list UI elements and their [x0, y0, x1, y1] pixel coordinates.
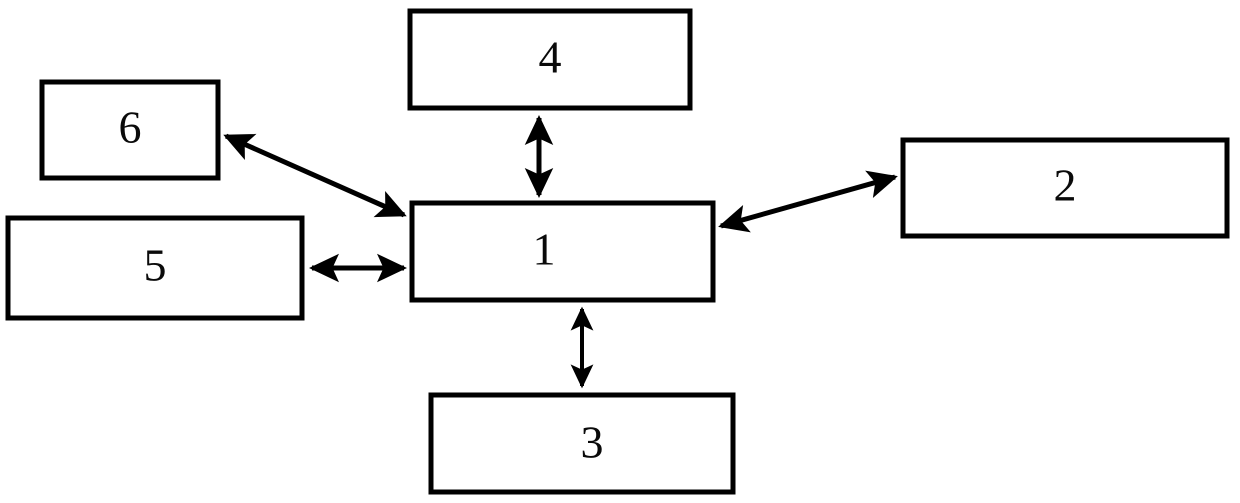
block-4[interactable]: 4 — [407, 8, 693, 111]
block-1-rect[interactable] — [409, 200, 716, 303]
block-2-rect[interactable] — [900, 137, 1230, 239]
block-1[interactable]: 1 — [409, 200, 716, 303]
block-3[interactable]: 3 — [428, 392, 736, 495]
connector-6-1 — [223, 133, 407, 218]
block-2[interactable]: 2 — [900, 137, 1230, 239]
block-2-label: 2 — [1054, 160, 1077, 211]
block-6[interactable]: 6 — [39, 79, 221, 181]
block-5-rect[interactable] — [5, 215, 305, 321]
connector-1-2 — [718, 170, 898, 233]
block-5-label: 5 — [144, 240, 167, 291]
block-3-rect[interactable] — [428, 392, 736, 495]
block-1-label: 1 — [533, 224, 556, 275]
block-5[interactable]: 5 — [5, 215, 305, 321]
block-group: 4 6 2 5 1 3 — [5, 8, 1230, 495]
block-6-label: 6 — [119, 102, 142, 153]
block-4-rect[interactable] — [407, 8, 693, 111]
block-3-label: 3 — [581, 417, 604, 468]
connector-group — [223, 115, 898, 389]
block-4-label: 4 — [539, 32, 562, 83]
block-6-rect[interactable] — [39, 79, 221, 181]
